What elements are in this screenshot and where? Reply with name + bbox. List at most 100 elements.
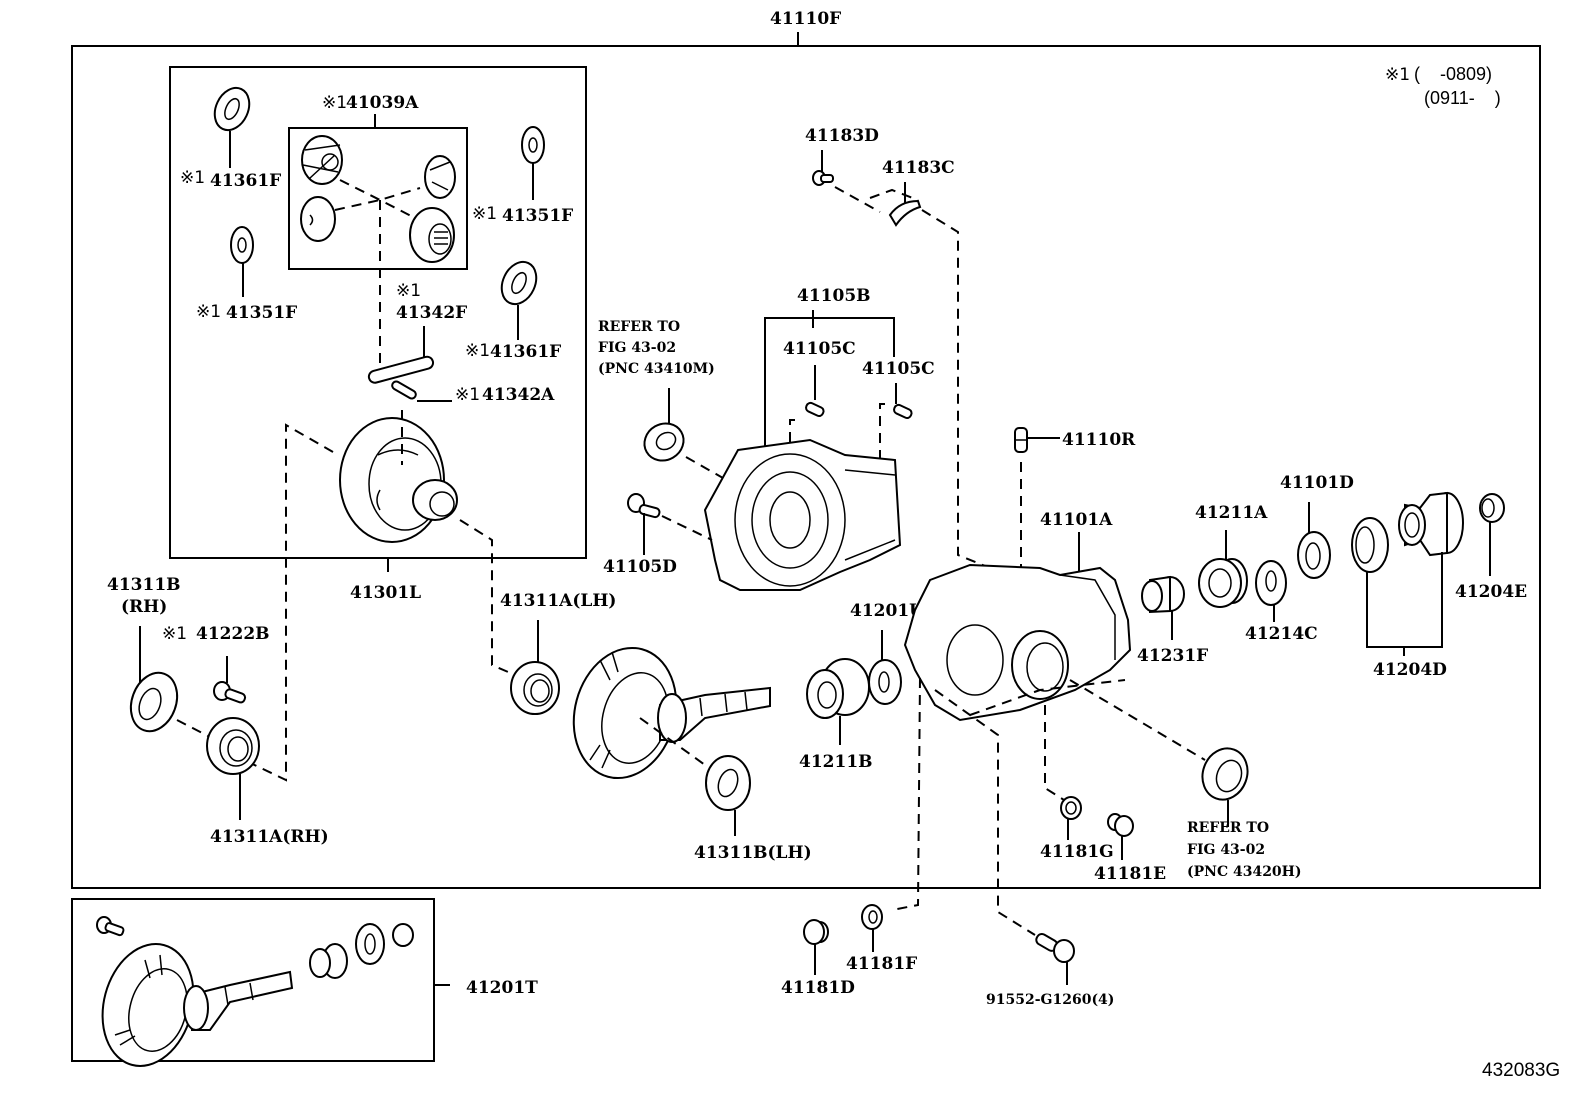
nut-icon bbox=[1479, 493, 1505, 523]
side-gear-icon bbox=[409, 207, 455, 263]
mark: ※1 bbox=[322, 93, 347, 113]
washer-icon bbox=[1255, 560, 1287, 606]
callout-41311B-RH-suffix: (RH) bbox=[121, 597, 167, 617]
bearing-icon bbox=[1198, 558, 1248, 608]
callout-41110R[interactable]: 41110R bbox=[1062, 430, 1136, 450]
mark: ※1 bbox=[162, 624, 187, 644]
mark: ※1 bbox=[465, 341, 490, 361]
callout-41204D[interactable]: 41204D bbox=[1373, 660, 1447, 680]
bearing-icon bbox=[510, 661, 560, 715]
callout-41342A[interactable]: 41342A bbox=[482, 385, 555, 405]
dowel-pin-icon bbox=[893, 403, 913, 420]
bracket-leader bbox=[1366, 552, 1443, 656]
callout-41311B-LH[interactable]: 41311B(LH) bbox=[694, 843, 812, 863]
mark: ※1 bbox=[455, 385, 480, 405]
ring-gear-kit-frame bbox=[71, 898, 435, 1062]
note-line-2: (0911- ) bbox=[1424, 88, 1501, 108]
callout-41301L[interactable]: 41301L bbox=[350, 583, 421, 603]
note-mark: ※1 bbox=[1385, 65, 1410, 85]
shim-washer-icon bbox=[129, 671, 179, 733]
collapsible-spacer-icon bbox=[1141, 575, 1185, 614]
spacer-icon bbox=[868, 659, 902, 705]
callout-41105D[interactable]: 41105D bbox=[603, 557, 677, 577]
refer-note-rear-line-2: FIG 43-02 bbox=[1187, 842, 1265, 858]
callout-41211B[interactable]: 41211B bbox=[799, 752, 873, 772]
companion-flange-icon bbox=[1398, 491, 1464, 557]
thrust-washer-icon bbox=[213, 86, 251, 132]
note-line-1: ( -0809) bbox=[1414, 64, 1492, 84]
callout-41181G[interactable]: 41181G bbox=[1040, 842, 1114, 862]
callout-41351F[interactable]: 41351F bbox=[226, 303, 297, 323]
gasket-icon bbox=[1060, 796, 1082, 820]
assembly-line bbox=[639, 717, 706, 766]
callout-41101D[interactable]: 41101D bbox=[1280, 473, 1354, 493]
callout-91552-G1260[interactable]: 91552-G1260(4) bbox=[986, 992, 1114, 1008]
refer-note-front-line-3[interactable]: (PNC 43410M) bbox=[598, 361, 715, 377]
callout-41311B-RH[interactable]: 41311B bbox=[107, 575, 181, 595]
bolt-icon bbox=[213, 681, 247, 704]
mark: ※1 bbox=[396, 281, 421, 301]
callout-41183C[interactable]: 41183C bbox=[882, 158, 955, 178]
oil-seal-icon bbox=[1297, 531, 1331, 579]
callout-41181F[interactable]: 41181F bbox=[846, 954, 917, 974]
pinion-gear-icon bbox=[301, 135, 343, 185]
gasket-icon bbox=[861, 904, 883, 930]
callout-41105C[interactable]: 41105C bbox=[862, 359, 935, 379]
differential-cover-icon bbox=[703, 438, 902, 591]
bracket-leader bbox=[764, 310, 895, 456]
bearing-icon bbox=[206, 717, 260, 775]
mark: ※1 bbox=[196, 302, 221, 322]
callout-41183D[interactable]: 41183D bbox=[805, 126, 879, 146]
assembly-line bbox=[661, 515, 713, 541]
bearing-icon bbox=[806, 658, 870, 719]
mark: ※1 bbox=[472, 204, 497, 224]
callout-41105B[interactable]: 41105B bbox=[797, 286, 871, 306]
differential-case-icon bbox=[339, 417, 458, 543]
callout-41181E[interactable]: 41181E bbox=[1094, 864, 1166, 884]
callout-41101A[interactable]: 41101A bbox=[1040, 510, 1113, 530]
assembly-line bbox=[834, 186, 991, 569]
callout-41201U[interactable]: 41201U bbox=[850, 601, 924, 621]
filler-plug-icon bbox=[803, 919, 829, 945]
callout-41361F[interactable]: 41361F bbox=[210, 171, 281, 191]
dowel-pin-icon bbox=[805, 401, 825, 418]
callout-41201T[interactable]: 41201T bbox=[466, 978, 538, 998]
thrust-washer-icon bbox=[500, 260, 538, 306]
callout-41342F[interactable]: 41342F bbox=[396, 303, 467, 323]
differential-subframe bbox=[169, 66, 587, 559]
ring-gear-drive-pinion-icon bbox=[572, 646, 771, 780]
thrust-washer-icon bbox=[521, 126, 545, 164]
bracket-icon bbox=[888, 199, 922, 227]
shim-washer-icon bbox=[705, 755, 751, 811]
bolt-icon bbox=[1035, 933, 1075, 963]
refer-note-front-line-2: FIG 43-02 bbox=[598, 340, 676, 356]
assembly-label[interactable]: 41110F bbox=[770, 9, 841, 29]
callout-41351F[interactable]: 41351F bbox=[502, 206, 573, 226]
figure-number: 432083G bbox=[1482, 1060, 1560, 1081]
callout-41204E[interactable]: 41204E bbox=[1455, 582, 1527, 602]
drain-plug-icon bbox=[1107, 813, 1134, 837]
oil-seal-icon bbox=[1201, 747, 1249, 801]
callout-41231F[interactable]: 41231F bbox=[1137, 646, 1208, 666]
oil-seal-icon bbox=[643, 422, 685, 462]
pinion-gear-icon bbox=[424, 155, 456, 199]
callout-41361F[interactable]: 41361F bbox=[490, 342, 561, 362]
production-note: ※1 ( -0809) (0911- ) bbox=[1385, 64, 1501, 108]
callout-41039A[interactable]: 41039A bbox=[346, 93, 419, 113]
callout-41222B[interactable]: 41222B bbox=[196, 624, 270, 644]
callout-41311A-RH[interactable]: 41311A(RH) bbox=[210, 827, 329, 847]
lock-pin-icon bbox=[391, 380, 417, 400]
side-gear-icon bbox=[300, 196, 336, 242]
ring-gear-kit-icon bbox=[96, 916, 414, 1067]
refer-note-rear-line-3[interactable]: (PNC 43420H) bbox=[1187, 864, 1302, 880]
callout-41211A[interactable]: 41211A bbox=[1195, 503, 1268, 523]
callout-41311A-LH[interactable]: 41311A(LH) bbox=[500, 591, 616, 611]
assembly-line bbox=[176, 719, 209, 737]
callout-41214C[interactable]: 41214C bbox=[1245, 624, 1318, 644]
pinion-shaft-icon bbox=[367, 355, 435, 384]
callout-41181D[interactable]: 41181D bbox=[781, 978, 855, 998]
differential-carrier-icon bbox=[903, 563, 1132, 722]
callout-41105C[interactable]: 41105C bbox=[783, 339, 856, 359]
assembly-line bbox=[243, 423, 516, 782]
